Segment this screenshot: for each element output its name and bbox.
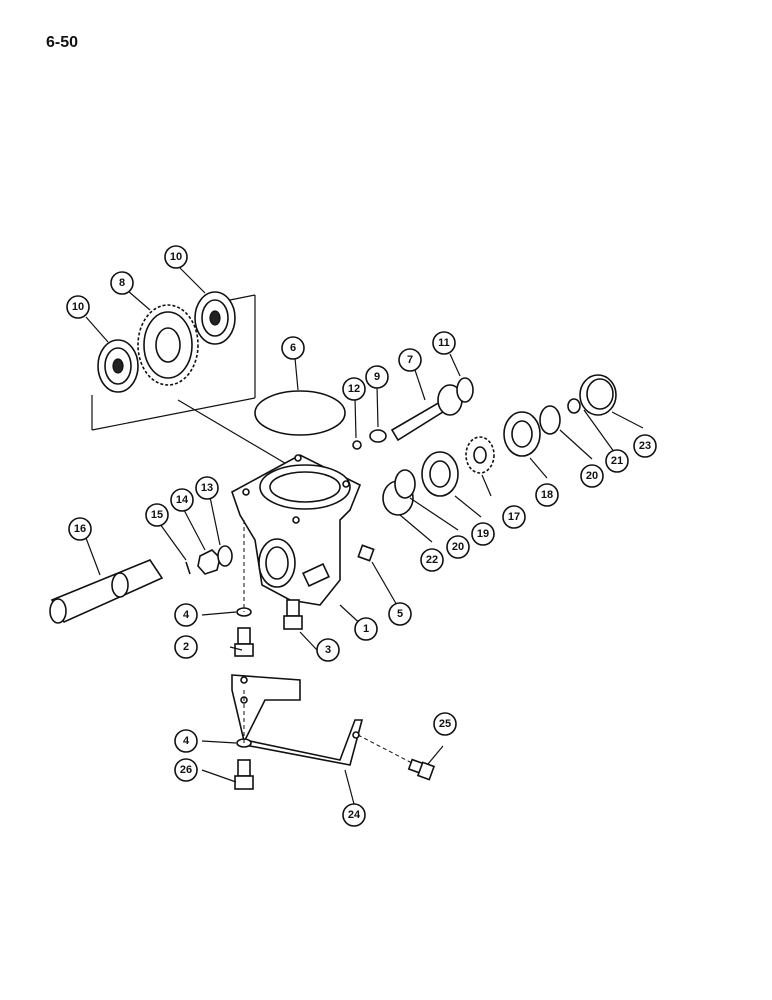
washer-13 <box>217 545 233 567</box>
callout-1: 1 <box>354 617 378 641</box>
callout-10-left: 10 <box>66 295 90 319</box>
castle-nut <box>197 549 221 575</box>
bolt-housing <box>283 599 303 630</box>
callout-label-5: 5 <box>397 608 403 620</box>
callout-6: 6 <box>281 336 305 360</box>
callout-label-16: 16 <box>74 523 86 535</box>
bearing-18 <box>503 411 541 457</box>
callout-label-2: 2 <box>183 641 189 653</box>
bolt-upper <box>234 627 254 657</box>
bolt-bracket <box>407 758 436 781</box>
callout-label-11: 11 <box>438 337 450 349</box>
washer-9 <box>369 429 387 443</box>
callout-label-12: 12 <box>348 383 360 395</box>
gearbox-housing <box>231 454 362 606</box>
callout-22: 22 <box>420 548 444 572</box>
callout-label-22: 22 <box>426 554 438 566</box>
ring-20b <box>539 405 561 435</box>
callout-20-right: 20 <box>580 464 604 488</box>
callout-9: 9 <box>365 365 389 389</box>
callout-11: 11 <box>432 331 456 355</box>
callout-25: 25 <box>433 712 457 736</box>
callout-label-26: 26 <box>180 764 192 776</box>
gear-group-bracket <box>91 294 301 473</box>
callout-label-14: 14 <box>176 494 189 506</box>
callout-17: 17 <box>502 505 526 529</box>
callout-5: 5 <box>388 602 412 626</box>
ring-21 <box>567 398 581 414</box>
bearing-right <box>194 291 236 345</box>
gear-17 <box>465 436 495 474</box>
callout-12: 12 <box>342 377 366 401</box>
bearing-19 <box>421 451 459 497</box>
callout-21: 21 <box>605 449 629 473</box>
callout-26: 26 <box>174 758 198 782</box>
callout-label-20-left: 20 <box>452 541 464 553</box>
callout-8: 8 <box>110 271 134 295</box>
callout-label-3: 3 <box>325 644 331 656</box>
callout-label-9: 9 <box>374 371 380 383</box>
callout-label-24: 24 <box>348 809 361 821</box>
cotter-pin <box>185 561 191 575</box>
callout-label-15: 15 <box>151 509 163 521</box>
spur-gear <box>137 304 199 386</box>
input-shaft <box>390 384 463 442</box>
callout-7: 7 <box>398 348 422 372</box>
callout-10-right: 10 <box>164 245 188 269</box>
callout-label-4-lower: 4 <box>183 735 190 747</box>
callout-label-10-left: 10 <box>72 301 84 313</box>
callout-label-8: 8 <box>119 277 125 289</box>
callout-15: 15 <box>145 503 169 527</box>
callout-label-4-upper: 4 <box>183 609 190 621</box>
callout-label-18: 18 <box>541 489 553 501</box>
callout-19: 19 <box>471 522 495 546</box>
callout-23: 23 <box>633 434 657 458</box>
callout-label-13: 13 <box>201 482 213 494</box>
callout-20-left: 20 <box>446 535 470 559</box>
mounting-bracket <box>231 674 364 766</box>
callout-label-23: 23 <box>639 440 651 452</box>
callout-24: 24 <box>342 803 366 827</box>
leader-lines <box>85 267 644 805</box>
callout-label-10-right: 10 <box>170 251 182 263</box>
callout-label-7: 7 <box>407 354 413 366</box>
callout-label-21: 21 <box>611 455 623 467</box>
callout-label-25: 25 <box>439 718 451 730</box>
callout-3: 3 <box>316 638 340 662</box>
callout-13: 13 <box>195 476 219 500</box>
callout-label-19: 19 <box>477 528 489 540</box>
bearing-left <box>97 339 139 393</box>
callout-label-1: 1 <box>363 623 369 635</box>
callout-18: 18 <box>535 483 559 507</box>
plug <box>357 544 375 562</box>
output-shaft <box>49 559 164 624</box>
page-number: 6-50 <box>46 34 79 51</box>
callout-label-20-right: 20 <box>586 470 598 482</box>
callout-label-6: 6 <box>290 342 296 354</box>
callout-16: 16 <box>68 517 92 541</box>
callout-label-17: 17 <box>508 511 520 523</box>
bearing-cup-23 <box>579 374 617 416</box>
callout-14: 14 <box>170 488 194 512</box>
callout-2: 2 <box>174 635 198 659</box>
callout-4-lower: 4 <box>174 729 198 753</box>
snap-ring-12 <box>352 440 362 450</box>
o-ring <box>254 390 346 436</box>
bolt-lower <box>234 759 254 790</box>
ring-20a <box>394 469 416 499</box>
snap-ring-11 <box>456 377 474 403</box>
callout-4-upper: 4 <box>174 603 198 627</box>
